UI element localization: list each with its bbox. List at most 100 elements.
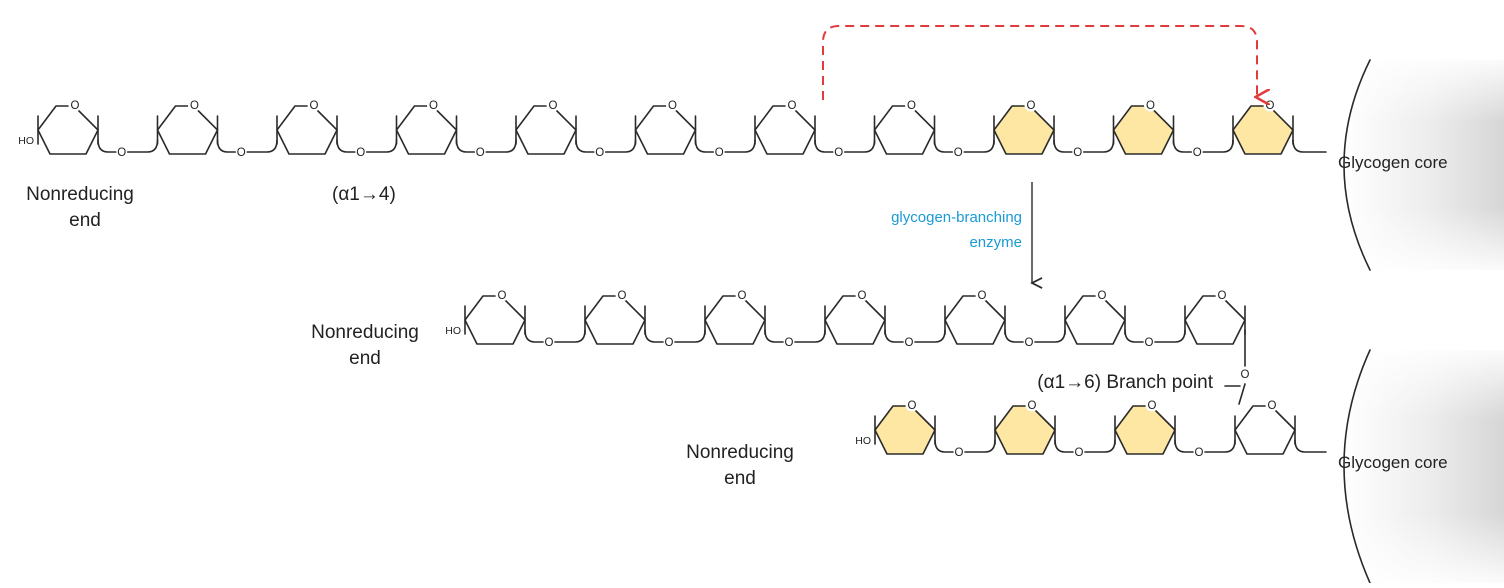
pyranose-ring [944, 295, 1006, 345]
ring-oxygen-backdrop [307, 98, 321, 112]
ring-oxygen-label: O [1218, 290, 1227, 302]
bond-right [246, 139, 278, 153]
pyranose-ring [37, 105, 99, 155]
bridge-oxygen-label: O [1193, 147, 1202, 159]
ring-oxygen-label: O [549, 100, 558, 112]
glucose-residue: O [1064, 288, 1126, 345]
bond-left [1172, 139, 1193, 153]
bridge-oxygen-label: O [117, 147, 126, 159]
glycosidic-bond: O [97, 139, 159, 159]
core-label-top: Glycogen core [1338, 153, 1448, 172]
glycosidic-bond: O [1172, 139, 1234, 159]
glucose-residue-transferred: O [874, 398, 936, 455]
bridge-oxygen-label: O [356, 147, 365, 159]
bond-left [575, 139, 595, 153]
bond-right [1084, 439, 1116, 453]
glycosidic-bond: O [764, 329, 826, 349]
ring-oxygen-backdrop [1095, 288, 1109, 302]
glucose-residue-transferred: O [993, 98, 1055, 155]
bond-right [674, 329, 706, 343]
glucose-residue: O [634, 98, 697, 155]
bond-right [365, 139, 398, 153]
ring-oxygen-label: O [1148, 400, 1157, 412]
ring-oxygen-label: O [618, 290, 627, 302]
ring-oxygen-label: O [668, 100, 677, 112]
glycosidic-bond: O [1053, 139, 1115, 159]
pyranose-ring [754, 105, 816, 155]
bridge-oxygen-label: O [545, 337, 554, 349]
bond-right [1082, 139, 1115, 153]
pyranose-ring [156, 105, 219, 155]
ring-oxygen-label: O [71, 100, 80, 112]
nonreducing-label-top-2: end [69, 210, 101, 231]
glucose-residue: O [584, 288, 646, 345]
glucose-residue-transferred: O [1112, 98, 1175, 155]
bond-left [644, 329, 664, 343]
pyranose-ring [993, 105, 1055, 155]
ring-oxygen-label: O [1268, 400, 1277, 412]
ring-oxygen-label: O [978, 290, 987, 302]
pyranose-ring [1234, 405, 1296, 455]
ring-oxygen-backdrop [666, 98, 679, 112]
alpha-1-4-label: (α1→4) [332, 184, 396, 205]
pyranose-ring [464, 295, 526, 345]
ring-oxygen-label: O [908, 400, 917, 412]
core-label-bottom: Glycogen core [1338, 453, 1448, 472]
bond-right [963, 139, 995, 153]
ring-oxygen-backdrop [905, 398, 919, 412]
glucose-residue: O [276, 98, 338, 155]
glycosidic-bond: O [455, 139, 517, 159]
bridge-oxygen-label: O [595, 147, 604, 159]
bridge-oxygen-label: O [1075, 447, 1084, 459]
branch-bond-lower [1238, 383, 1246, 405]
ring-oxygen-label: O [310, 100, 319, 112]
alpha-1-6-branch-bond: O [1224, 329, 1250, 405]
bridge-oxygen-label: O [1025, 337, 1034, 349]
bond-right [126, 139, 159, 153]
ring-oxygen-backdrop [1144, 98, 1157, 112]
ring-oxygen-backdrop [188, 98, 201, 112]
glucose-residue: O [464, 288, 526, 345]
bond-left [694, 139, 715, 153]
glycogen-core-bottom: Glycogen core [1338, 349, 1504, 584]
bond-left [814, 139, 834, 153]
hydroxyl-label: HO [445, 325, 461, 337]
nonreducing-label-top-1: Nonreducing [26, 184, 134, 205]
ring-oxygen-backdrop [785, 98, 799, 112]
ring-oxygen-backdrop [975, 288, 989, 302]
pyranose-ring [704, 295, 766, 345]
hydroxyl-label: HO [855, 435, 871, 447]
glucose-residue: O [1234, 398, 1296, 455]
bond-right [1202, 139, 1234, 153]
ring-oxygen-backdrop [1025, 398, 1039, 412]
pyranose-ring [1114, 405, 1176, 455]
bond-left [455, 139, 476, 153]
bond-left [336, 139, 356, 153]
ring-oxygen-backdrop [905, 98, 918, 112]
nonreducing-label-bottom-2: end [724, 468, 756, 489]
glucose-residue: O [515, 98, 577, 155]
glycosidic-bond: O [1054, 439, 1116, 459]
nonreducing-label-bottom-1: Nonreducing [686, 442, 794, 463]
glycosidic-bond: O [1124, 329, 1186, 349]
ring-oxygen-label: O [498, 290, 507, 302]
ring-oxygen-backdrop [855, 288, 869, 302]
glycosidic-bond: O [884, 329, 946, 349]
enzyme-label-2: enzyme [969, 234, 1022, 251]
ring-oxygen-label: O [1098, 290, 1107, 302]
pyranose-ring [994, 405, 1056, 455]
glycogen-core-top: Glycogen core [1338, 59, 1504, 271]
bond-left [1124, 329, 1144, 343]
bond-right [843, 139, 876, 153]
glucose-residue-transferred: O [1232, 98, 1294, 155]
bond-left [97, 139, 117, 153]
bridge-oxygen-label: O [834, 147, 843, 159]
glucose-residue: O [1184, 288, 1246, 345]
glycosidic-bond: O [1004, 329, 1066, 349]
bond-left [524, 329, 544, 343]
enzyme-label-1: glycogen-branching [891, 209, 1022, 226]
ring-oxygen-backdrop [427, 98, 440, 112]
bond-left [1053, 139, 1073, 153]
branch-oxygen-label: O [1241, 369, 1250, 381]
